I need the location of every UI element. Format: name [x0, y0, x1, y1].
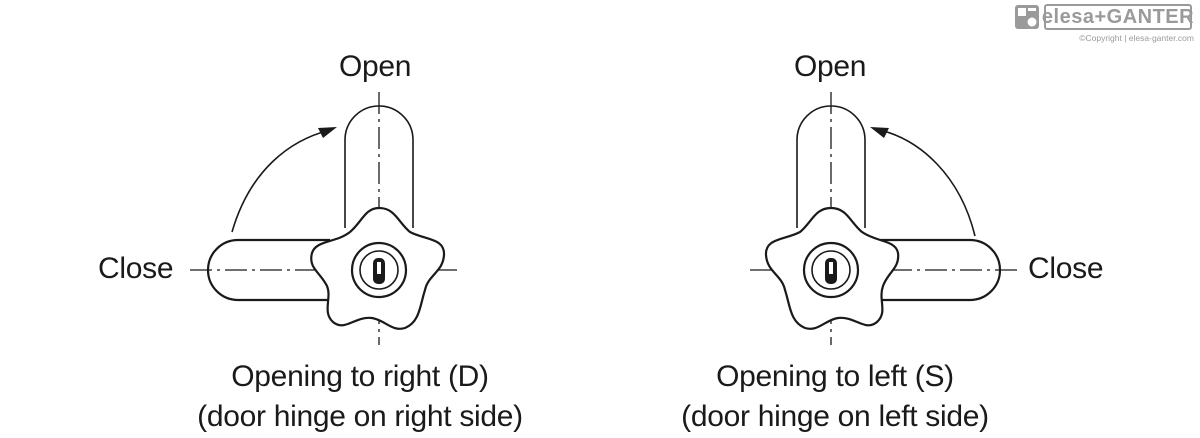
copyright-text: ©Copyright | elesa-ganter.com — [1079, 33, 1194, 43]
open-label-left: Open — [794, 50, 867, 83]
brand-logo-box: elesa+GANTER — [1041, 4, 1195, 30]
handle-diagram-left — [750, 92, 1020, 345]
close-label-left: Close — [1028, 252, 1104, 285]
caption-right-line2: (door hinge on right side) — [197, 400, 523, 433]
brand-logo-text: elesa+GANTER — [1041, 5, 1195, 28]
close-label-right: Close — [98, 252, 174, 285]
handle-diagram-right — [190, 92, 462, 345]
caption-left-line2: (door hinge on left side) — [681, 400, 989, 433]
open-label-right: Open — [339, 50, 412, 83]
caption-left-line1: Opening to left (S) — [716, 360, 954, 393]
brand-mark-icon — [1015, 5, 1039, 29]
caption-right-line1: Opening to right (D) — [231, 360, 489, 393]
brand-logo: elesa+GANTER ©Copyright | elesa-ganter.c… — [1014, 4, 1194, 44]
